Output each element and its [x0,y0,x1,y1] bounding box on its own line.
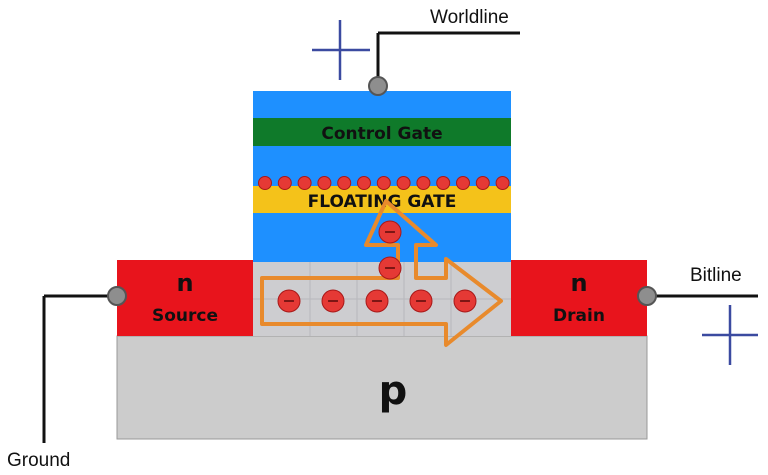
trapped-electron [297,176,312,190]
drain-type-label: n [570,269,587,297]
trapped-electron [456,176,470,190]
source-type-label: n [176,269,193,297]
trapped-electron [436,176,451,190]
floating-gate-label: FLOATING GATE [308,192,457,212]
drain-label: Drain [553,306,605,326]
trapped-electron [258,176,272,190]
worldline-terminal [368,76,388,96]
trapped-electron [337,176,352,190]
gate-oxide-top [253,91,511,118]
electrons-group [258,176,510,313]
hot-electron-path-arrow [260,199,503,347]
trapped-electron [396,176,411,190]
ground-label: Ground [7,450,70,471]
bitline-plus-icon [702,305,758,365]
trapped-electron [277,176,292,190]
source-region [117,260,253,336]
p-substrate [116,335,648,440]
trapped-electron [357,176,371,190]
worldline-plus-icon [312,20,370,80]
bitline-label: Bitline [690,265,742,286]
bitline-terminal [637,286,657,306]
trapped-electron [475,176,490,190]
source-label: Source [152,306,218,326]
trapped-electron [317,176,332,190]
control-gate [253,118,511,146]
drain-region [511,260,647,336]
trapped-electron [495,176,510,190]
trapped-electron [376,176,391,190]
trapped-electron [416,176,431,190]
control-gate-label: Control Gate [321,124,442,144]
worldline-label: Worldline [430,7,509,28]
substrate-label: p [379,368,408,414]
source-terminal [107,286,127,306]
